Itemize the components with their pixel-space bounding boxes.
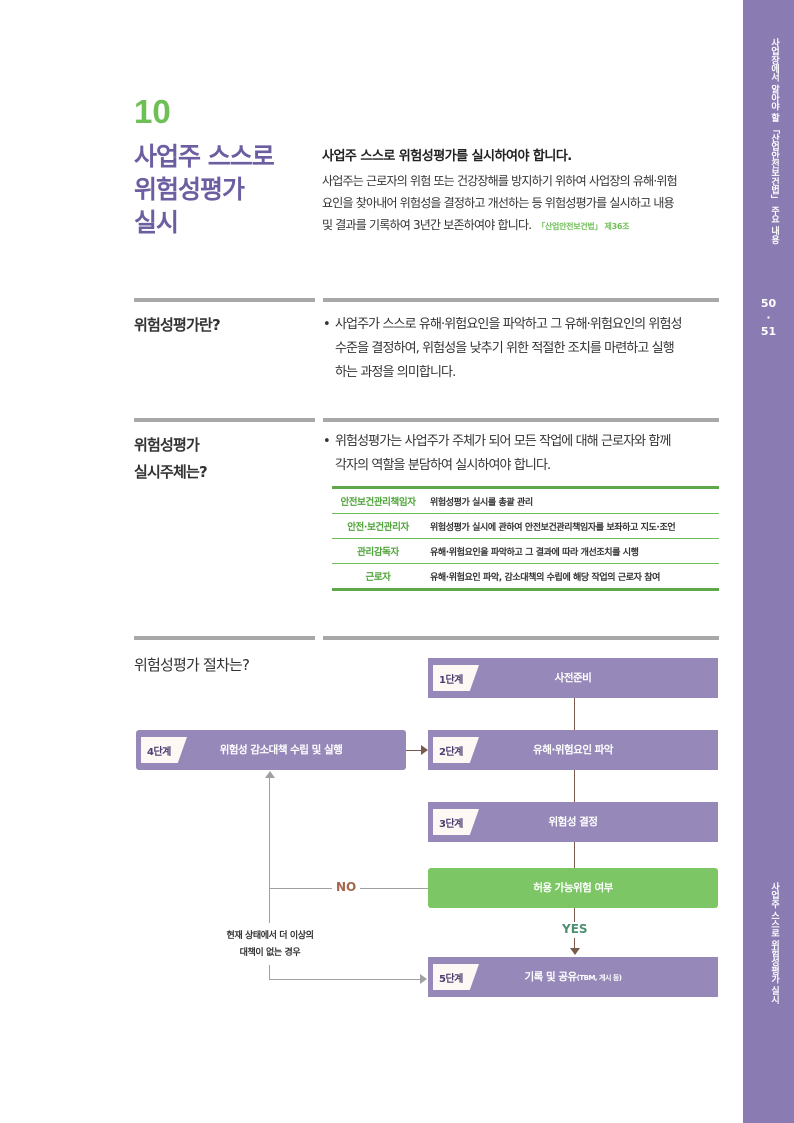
flow-connector (406, 750, 421, 751)
chapter-title: 사업주 스스로 위험성평가 실시 (134, 140, 275, 239)
section-divider-left (134, 418, 315, 422)
arrow-right-icon (420, 974, 427, 984)
chapter-title-line: 사업주 스스로 (134, 142, 275, 171)
side-tab: 사업장에서 알아야 할 「산업안전보건법」 주요 내용 50 · 51 사업주 … (743, 0, 794, 1123)
step-tag: 2단계 (433, 737, 479, 763)
section-divider-right (323, 418, 719, 422)
flow-step-3: 3단계 위험성 결정 (428, 802, 718, 842)
step-tag: 5단계 (433, 964, 479, 990)
step-tag: 4단계 (141, 737, 187, 763)
section-body: •사업주가 스스로 유해·위험요인을 파악하고 그 유해·위험요인의 위험성 수… (323, 313, 723, 385)
section-divider-left (134, 298, 315, 302)
chapter-title-line: 위험성평가 (134, 175, 245, 204)
section-divider-right (323, 298, 719, 302)
page-number-right: 51 (760, 325, 777, 338)
section-divider-right (323, 636, 719, 640)
loop-connector (269, 778, 270, 923)
section-body: •위험성평가는 사업주가 주체가 되어 모든 작업에 대해 근로자와 함께 각자… (323, 430, 723, 478)
lead-title: 사업주 스스로 위험성평가를 실시하여야 합니다. (322, 149, 572, 164)
arrow-down-icon (570, 948, 580, 955)
bullet-icon: • (323, 434, 331, 449)
section-question: 위험성평가 절차는? (134, 656, 250, 674)
loop-connector (269, 965, 270, 979)
lead-body: 사업주는 근로자의 위험 또는 건강장해를 방지하기 위하여 사업장의 유해·위… (322, 170, 722, 238)
law-reference: 「산업안전보건법」 제36조 (537, 222, 630, 231)
flow-step-5: 5단계 기록 및 공유(TBM, 게시 등) (428, 957, 718, 997)
bullet-icon: • (323, 317, 331, 332)
flow-step-4: 4단계 위험성 감소대책 수립 및 실행 (136, 730, 406, 770)
loop-connector (269, 979, 420, 980)
flow-decision: 허용 가능위험 여부 (428, 868, 718, 908)
page-number-left: 50 (760, 297, 777, 310)
lead-line: 요인을 찾아내어 위험성을 결정하고 개선하는 등 위험성평가를 실시하고 내용 (322, 196, 675, 210)
lead-line: 사업주는 근로자의 위험 또는 건강장해를 방지하기 위하여 사업장의 유해·위… (322, 174, 678, 188)
arrow-right-icon (421, 745, 428, 755)
page-number-dot: · (766, 311, 771, 324)
flow-connector (574, 842, 575, 868)
arrow-up-icon (265, 771, 275, 778)
step-tag: 3단계 (433, 809, 479, 835)
flow-connector (574, 938, 575, 948)
flow-step-1: 1단계 사전준비 (428, 658, 718, 698)
yes-label: YES (562, 922, 588, 936)
flow-connector (574, 908, 575, 922)
flow-connector (574, 698, 575, 730)
section-divider-left (134, 636, 315, 640)
section-question: 위험성평가란? (134, 316, 221, 334)
step-tag: 1단계 (433, 665, 479, 691)
chapter-number: 10 (134, 93, 171, 130)
lead-line: 및 결과를 기록하여 3년간 보존하여야 합니다.「산업안전보건법」 제36조 (322, 218, 630, 232)
flow-connector (574, 770, 575, 802)
section-question: 위험성평가 실시주체는? (134, 436, 208, 481)
flow-note: 현재 상태에서 더 이상의 대책이 없는 경우 (226, 931, 314, 958)
no-label: NO (332, 880, 361, 894)
sidebar-bottom-text: 사업주 스스로 위험성평가 실시 (769, 882, 779, 1004)
flow-step-2: 2단계 유해·위험요인 파악 (428, 730, 718, 770)
chapter-title-line: 실시 (134, 208, 179, 237)
sidebar-top-text: 사업장에서 알아야 할 「산업안전보건법」 주요 내용 (769, 38, 779, 244)
